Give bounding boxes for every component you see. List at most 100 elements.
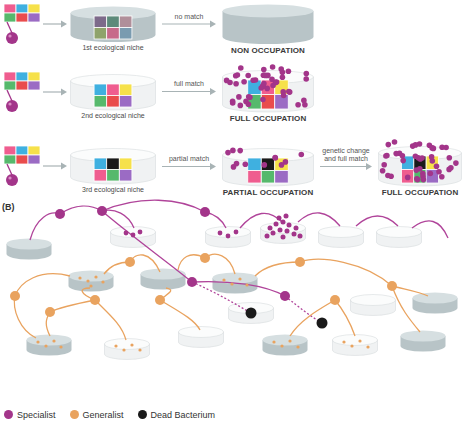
icon-arrows	[43, 21, 67, 170]
specialist-cell	[235, 72, 241, 78]
icon-arrows	[43, 165, 62, 166]
dish-contents	[222, 278, 225, 281]
niche-dish: NON OCCUPATION	[222, 4, 314, 58]
bacterium-icon	[4, 72, 40, 112]
specialist-cell	[413, 142, 419, 148]
dish-contents	[298, 234, 303, 239]
specialist-cell	[400, 153, 406, 159]
dish-contents	[284, 214, 289, 219]
network-dishes	[377, 227, 422, 248]
specialist-cell	[238, 65, 244, 71]
dish-contents	[245, 283, 248, 286]
specialist-cell	[238, 103, 244, 109]
dead-bacteria	[317, 318, 328, 329]
generalist-links	[392, 286, 428, 296]
arrow-head	[366, 163, 372, 170]
receptor-cell	[107, 96, 120, 108]
dead-bacteria	[246, 308, 328, 329]
generalist-bacteria	[10, 291, 20, 301]
specialist-cell	[281, 93, 287, 99]
network-dishes	[401, 331, 446, 352]
specialist-cell	[383, 153, 389, 159]
arrow-head	[210, 21, 216, 28]
dish-contents	[226, 234, 231, 239]
network-dishes	[319, 227, 364, 248]
edge-label: genetic change and full match	[320, 147, 372, 164]
dish-contents	[281, 220, 286, 225]
dish-contents	[285, 229, 290, 234]
niche-label: 3rd ecological niche	[58, 186, 168, 194]
specialist-bacteria	[187, 277, 197, 287]
niche-dish: FULL OCCUPATION	[378, 146, 462, 200]
dish-contents	[358, 339, 361, 342]
dish-outline	[222, 4, 314, 44]
specialist-cell	[260, 97, 266, 103]
specialist-cell	[286, 69, 292, 75]
dish-contents	[342, 340, 345, 343]
niche-dish: 1st ecological niche	[70, 6, 156, 56]
specialist-cell	[446, 167, 452, 173]
dish-body	[223, 77, 314, 112]
specialist-cell	[415, 177, 421, 183]
generalist-bacteria	[330, 295, 340, 305]
specialist-cell	[280, 70, 286, 76]
generalist-links	[255, 262, 300, 276]
specialist-bacteria	[55, 209, 65, 219]
niche-label: 2nd ecological niche	[58, 112, 168, 120]
network-dishes	[261, 223, 306, 244]
specialist-cell	[414, 176, 420, 182]
legend-swatch	[70, 410, 79, 419]
dish-contents	[44, 344, 47, 347]
network-dishes	[105, 339, 150, 360]
dish-contents	[230, 282, 233, 285]
generalist-bacteria	[10, 253, 397, 317]
specialist-cell	[230, 100, 236, 106]
specialist-cell	[304, 71, 310, 77]
dish-contents	[89, 284, 92, 287]
legend: SpecialistGeneralistDead Bacterium	[4, 405, 229, 422]
generalist-links	[14, 254, 428, 340]
specialist-cell	[421, 177, 427, 183]
specialist-cell	[224, 78, 230, 84]
occupation-label: NON OCCUPATION	[210, 46, 326, 55]
icon-arrows	[61, 163, 67, 170]
receptor-cell	[94, 170, 107, 182]
receptor-cell	[248, 171, 261, 184]
specialist-cell	[303, 76, 309, 82]
receptor-cell	[107, 158, 120, 170]
niche-dish: PARTIAL OCCUPATION	[222, 148, 314, 200]
receptor-cell	[402, 170, 414, 184]
legend-text: Generalist	[83, 410, 124, 420]
network-dishes	[7, 239, 52, 260]
dish-contents	[280, 344, 283, 347]
specialist-cell	[400, 158, 406, 164]
specialist-links	[30, 200, 448, 323]
dish-outline	[70, 148, 156, 184]
dish-contents	[294, 226, 299, 231]
generalist-links	[335, 300, 355, 336]
niche-dish: 3rd ecological niche	[70, 148, 156, 198]
specialist-cell	[428, 171, 434, 177]
dish-contents	[114, 344, 117, 347]
dish-contents	[288, 339, 291, 342]
dish-contents	[78, 276, 81, 279]
dish-contents	[350, 344, 353, 347]
arrow-connector	[162, 163, 216, 170]
specialist-cell	[287, 89, 293, 95]
specialist-links	[298, 213, 340, 226]
generalist-bacteria	[295, 257, 305, 267]
specialist-cell	[431, 146, 437, 152]
specialist-cell	[286, 89, 292, 95]
receptor-cell	[119, 28, 132, 40]
arrow-connector	[162, 88, 216, 95]
specialist-links	[356, 216, 398, 226]
generalist-links	[14, 296, 36, 338]
occupation-label: FULL OCCUPATION	[378, 188, 462, 197]
specialist-links	[102, 210, 134, 228]
occupation-label: PARTIAL OCCUPATION	[210, 188, 326, 197]
specialist-cell	[413, 154, 419, 160]
specialist-bacteria	[55, 206, 290, 301]
specialist-cell	[246, 94, 252, 100]
